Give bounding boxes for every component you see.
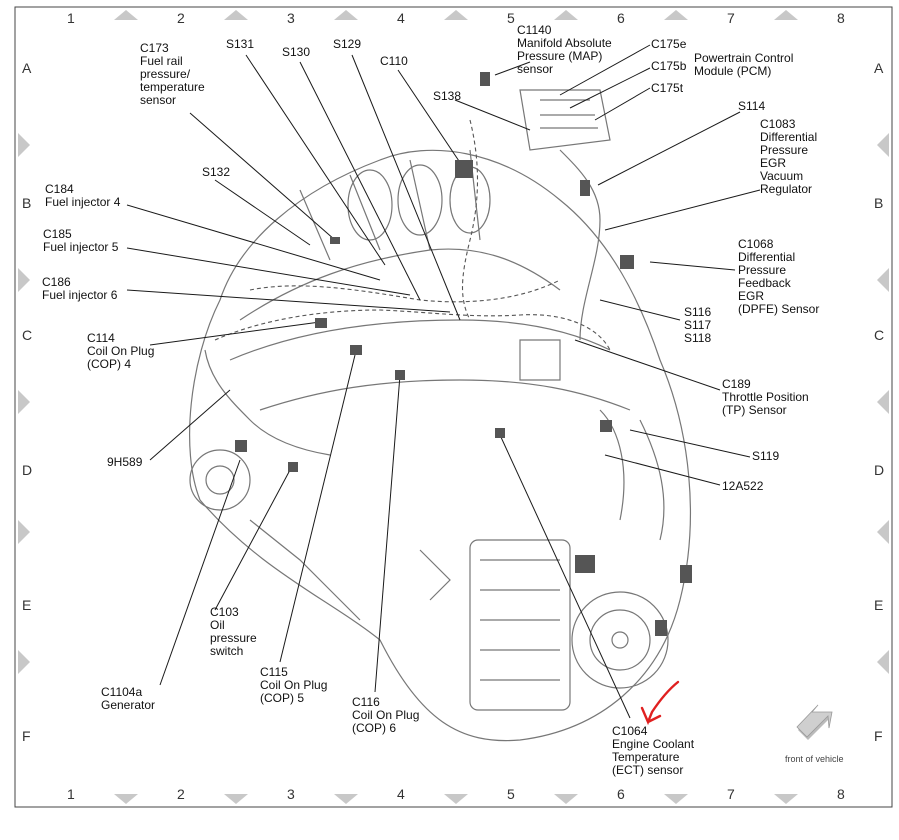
label-12a522: 12A522 <box>722 479 764 493</box>
col-label-4-bottom: 4 <box>397 786 405 802</box>
label-c175e: C175e <box>651 37 687 51</box>
label-pcm: Powertrain Control Module (PCM) <box>694 51 794 78</box>
col-label-3-bottom: 3 <box>287 786 295 802</box>
label-c115: C115 Coil On Plug (COP) 5 <box>260 665 328 705</box>
label-s132: S132 <box>202 165 231 179</box>
leader-lines <box>126 44 761 719</box>
row-label-d: D <box>22 462 33 478</box>
col-label-1-bottom: 1 <box>67 786 75 802</box>
label-c189: C189 Throttle Position (TP) Sensor <box>722 377 809 417</box>
col-label-7-bottom: 7 <box>727 786 735 802</box>
label-s119: S119 <box>752 449 780 463</box>
row-label-c: C <box>22 327 33 343</box>
grid-diamonds <box>18 10 889 804</box>
label-s129: S129 <box>333 37 362 51</box>
col-label-1: 1 <box>67 10 75 26</box>
red-annotation-arrow <box>640 680 680 726</box>
row-label-a: A <box>22 60 32 76</box>
label-c185: C185 Fuel injector 5 <box>43 227 119 254</box>
engine-illustration <box>189 89 691 742</box>
col-label-8: 8 <box>837 10 845 26</box>
row-label-d-right: D <box>874 462 885 478</box>
label-9h589: 9H589 <box>107 455 143 469</box>
col-label-7: 7 <box>727 10 735 26</box>
col-label-6: 6 <box>617 10 625 26</box>
label-c175t: C175t <box>651 81 684 95</box>
row-label-f-right: F <box>874 728 883 744</box>
label-c184: C184 Fuel injector 4 <box>45 182 121 209</box>
row-label-c-right: C <box>874 327 885 343</box>
row-label-e: E <box>22 597 32 613</box>
label-c114: C114 Coil On Plug (COP) 4 <box>87 331 155 371</box>
label-c173: C173 Fuel rail pressure/ temperature sen… <box>140 41 205 107</box>
row-label-a-right: A <box>874 60 884 76</box>
diagram-border <box>14 6 893 808</box>
connectors <box>235 72 692 636</box>
col-label-5: 5 <box>507 10 515 26</box>
label-c110: C110 <box>380 54 408 68</box>
label-s130: S130 <box>282 45 311 59</box>
col-label-5-bottom: 5 <box>507 786 515 802</box>
label-c175b: C175b <box>651 59 687 73</box>
col-label-8-bottom: 8 <box>837 786 845 802</box>
front-of-vehicle-label: front of vehicle <box>785 754 844 764</box>
col-label-3: 3 <box>287 10 295 26</box>
label-c116: C116 Coil On Plug (COP) 6 <box>352 695 420 735</box>
col-label-4: 4 <box>397 10 405 26</box>
label-s116-s117-s118: S116 S117 S118 <box>684 305 712 345</box>
col-label-2-bottom: 2 <box>177 786 185 802</box>
label-c1083: C1083 Differential Pressure EGR Vacuum R… <box>760 117 818 196</box>
col-label-2: 2 <box>177 10 185 26</box>
label-c1068: C1068 Differential Pressure Feedback EGR… <box>738 237 820 316</box>
front-arrow-icon <box>796 703 833 740</box>
label-s114: S114 <box>738 99 766 113</box>
row-label-b-right: B <box>874 195 884 211</box>
row-label-f: F <box>22 728 31 744</box>
row-label-e-right: E <box>874 597 884 613</box>
label-c1064: C1064 Engine Coolant Temperature (ECT) s… <box>612 724 695 777</box>
row-label-b: B <box>22 195 32 211</box>
label-s131: S131 <box>226 37 255 51</box>
label-c1140: C1140 Manifold Absolute Pressure (MAP) s… <box>517 23 612 76</box>
col-label-6-bottom: 6 <box>617 786 625 802</box>
label-c103: C103 Oil pressure switch <box>210 605 257 658</box>
label-c186: C186 Fuel injector 6 <box>42 275 118 302</box>
label-s138: S138 <box>433 89 462 103</box>
wiring-harness <box>214 119 611 351</box>
label-c1104a: C1104a Generator <box>101 685 156 712</box>
